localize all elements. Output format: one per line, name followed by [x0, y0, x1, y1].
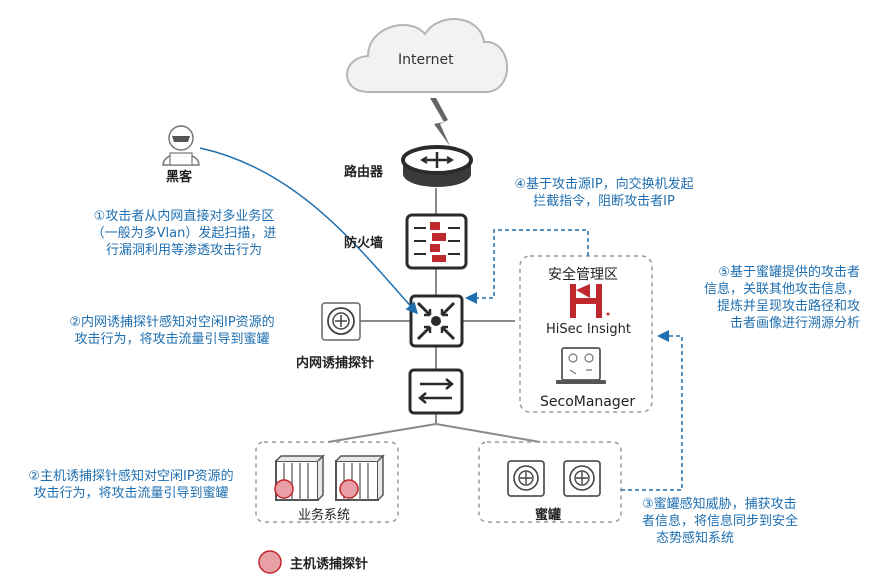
host-probe-icon — [274, 479, 294, 499]
hacker-label: 黑客 — [166, 170, 193, 185]
host-probe-icon — [339, 479, 359, 499]
seco-label: SecoManager — [540, 394, 636, 410]
step-3-annotation: ③蜜罐感知威胁，捕获攻击 者信息，将信息同步到安全 态势感知系统 — [642, 496, 798, 547]
honeypot-zone-box — [478, 441, 622, 523]
step-2b-line: ②主机诱捕探针感知对空闲IP资源的 — [28, 469, 234, 484]
step-5-line: 信息，关联其他攻击信息， — [703, 282, 860, 297]
seco-monitor-icon — [556, 347, 606, 384]
legend-host-probe-label: 主机诱捕探针 — [290, 557, 369, 572]
step-1-line: ①攻击者从内网直接对多业务区 — [93, 209, 275, 224]
router-label: 路由器 — [344, 165, 384, 180]
core-switch-icon — [409, 294, 464, 348]
honeypot-icon — [563, 460, 601, 497]
step-1-line: 行漏洞利用等渗透攻击行为 — [105, 243, 262, 258]
backbone-links — [327, 188, 541, 443]
legend-host-probe-icon — [258, 550, 282, 574]
step-2b-line: 攻击行为，将攻击流量引导到蜜罐 — [33, 486, 229, 501]
firewall-label: 防火墙 — [344, 236, 384, 251]
step-1-annotation: ①攻击者从内网直接对多业务区 （一般为多Vlan）发起扫描，进 行漏洞利用等渗透… — [76, 208, 292, 259]
router-icon — [401, 145, 473, 187]
business-label: 业务系统 — [298, 508, 351, 523]
step-3-line: 态势感知系统 — [656, 531, 735, 546]
block-command-arrow — [465, 229, 589, 304]
step-4-annotation: ④基于攻击源IP，向交换机发起 拦截指令，阻断攻击者IP — [494, 176, 714, 210]
attack-path-arrow — [199, 147, 419, 315]
honeypot-label: 蜜罐 — [535, 508, 562, 523]
step-5-line: 击者画像进行溯源分析 — [729, 316, 860, 331]
hisec-label: HiSec Insight — [546, 322, 631, 337]
lightning-icon — [430, 98, 450, 146]
step-2a-annotation: ②内网诱捕探针感知对空闲IP资源的 攻击行为，将攻击流量引导到蜜罐 — [46, 314, 298, 348]
firewall-icon — [405, 213, 468, 270]
intranet-probe-label: 内网诱捕探针 — [296, 356, 375, 371]
hacker-icon — [162, 125, 200, 166]
internet-cloud-icon — [346, 18, 509, 93]
step-3-line: ③蜜罐感知威胁，捕获攻击 — [642, 497, 797, 512]
sync-info-arrow — [621, 330, 683, 491]
step-4-line: 拦截指令，阻断攻击者IP — [533, 194, 675, 209]
step-2a-line: 攻击行为，将攻击流量引导到蜜罐 — [74, 332, 270, 347]
step-4-line: ④基于攻击源IP，向交换机发起 — [514, 177, 694, 192]
honeypot-icon — [507, 460, 545, 497]
step-5-line: 提炼并呈现攻击路径和攻 — [716, 299, 860, 314]
security-zone-label: 安全管理区 — [548, 267, 618, 283]
hisec-logo-icon — [570, 284, 610, 318]
internet-label: Internet — [398, 52, 454, 68]
access-switch-icon — [408, 368, 464, 415]
business-zone-box — [255, 441, 399, 523]
step-1-line: （一般为多Vlan）发起扫描，进 — [91, 226, 277, 241]
step-2b-annotation: ②主机诱捕探针感知对空闲IP资源的 攻击行为，将攻击流量引导到蜜罐 — [10, 468, 252, 502]
step-2a-line: ②内网诱捕探针感知对空闲IP资源的 — [69, 315, 275, 330]
step-5-annotation: ⑤基于蜜罐提供的攻击者 信息，关联其他攻击信息， 提炼并呈现攻击路径和攻 击者画… — [676, 264, 860, 332]
security-zone-box — [519, 255, 653, 413]
step-5-line: ⑤基于蜜罐提供的攻击者 — [718, 265, 860, 280]
intranet-probe-icon — [321, 302, 361, 341]
step-3-line: 者信息，将信息同步到安全 — [642, 514, 799, 529]
